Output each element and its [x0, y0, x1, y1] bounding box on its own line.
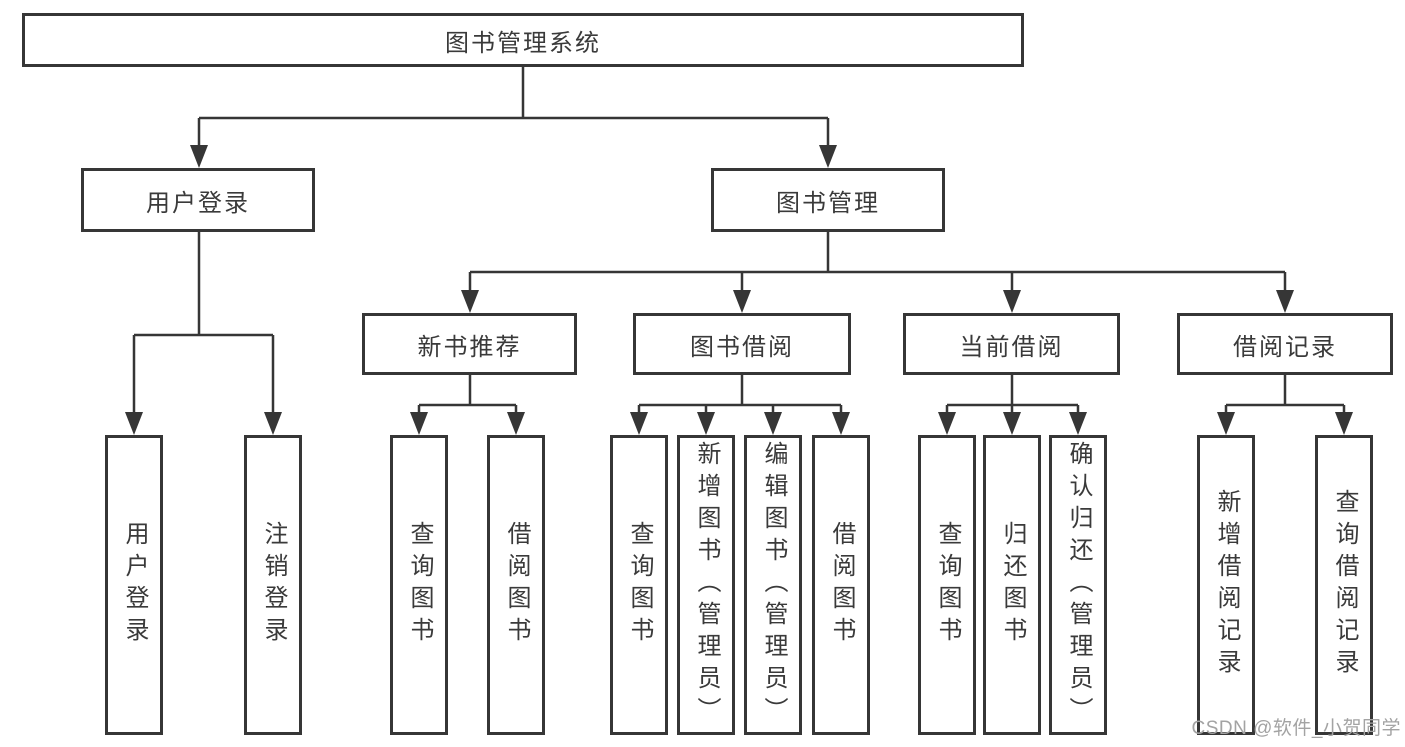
node-book-borrow: 图书借阅 [633, 313, 851, 375]
node-leaf-label: 编辑图书（管理员） [760, 441, 787, 729]
node-leaf-query-borrow-record: 查询借阅记录 [1315, 435, 1373, 735]
watermark: CSDN @软件_小贺同学 [1191, 718, 1401, 739]
node-new-book-recommend: 新书推荐 [362, 313, 577, 375]
arrowheads [125, 145, 1353, 435]
node-leaf-borrow-books-2: 借阅图书 [812, 435, 870, 735]
node-leaf-return-books: 归还图书 [983, 435, 1041, 735]
node-leaf-logout: 注销登录 [244, 435, 302, 735]
tree-edges [132, 67, 1346, 418]
node-root: 图书管理系统 [22, 13, 1024, 67]
node-book-management: 图书管理 [711, 168, 945, 232]
node-leaf-edit-books-admin: 编辑图书（管理员） [744, 435, 802, 735]
node-current-borrow: 当前借阅 [903, 313, 1120, 375]
node-leaf-confirm-return-admin: 确认归还（管理员） [1049, 435, 1107, 735]
node-leaf-borrow-books-1: 借阅图书 [487, 435, 545, 735]
node-leaf-add-borrow-record: 新增借阅记录 [1197, 435, 1255, 735]
node-leaf-query-books-2: 查询图书 [610, 435, 668, 735]
node-leaf-label: 归还图书 [999, 521, 1026, 649]
node-leaf-label: 注销登录 [260, 521, 287, 649]
node-leaf-label: 查询图书 [626, 521, 653, 649]
node-leaf-label: 新增图书（管理员） [693, 441, 720, 729]
node-borrow-records: 借阅记录 [1177, 313, 1393, 375]
node-leaf-query-books-1: 查询图书 [390, 435, 448, 735]
node-leaf-label: 借阅图书 [503, 521, 530, 649]
node-leaf-user-login: 用户登录 [105, 435, 163, 735]
node-leaf-label: 新增借阅记录 [1213, 489, 1240, 681]
node-leaf-add-books-admin: 新增图书（管理员） [677, 435, 735, 735]
node-leaf-label: 查询图书 [934, 521, 961, 649]
node-leaf-label: 借阅图书 [828, 521, 855, 649]
node-leaf-label: 用户登录 [121, 521, 148, 649]
node-leaf-label: 确认归还（管理员） [1065, 441, 1092, 729]
node-user-login: 用户登录 [81, 168, 315, 232]
node-leaf-query-books-3: 查询图书 [918, 435, 976, 735]
node-leaf-label: 查询图书 [406, 521, 433, 649]
node-leaf-label: 查询借阅记录 [1331, 489, 1358, 681]
